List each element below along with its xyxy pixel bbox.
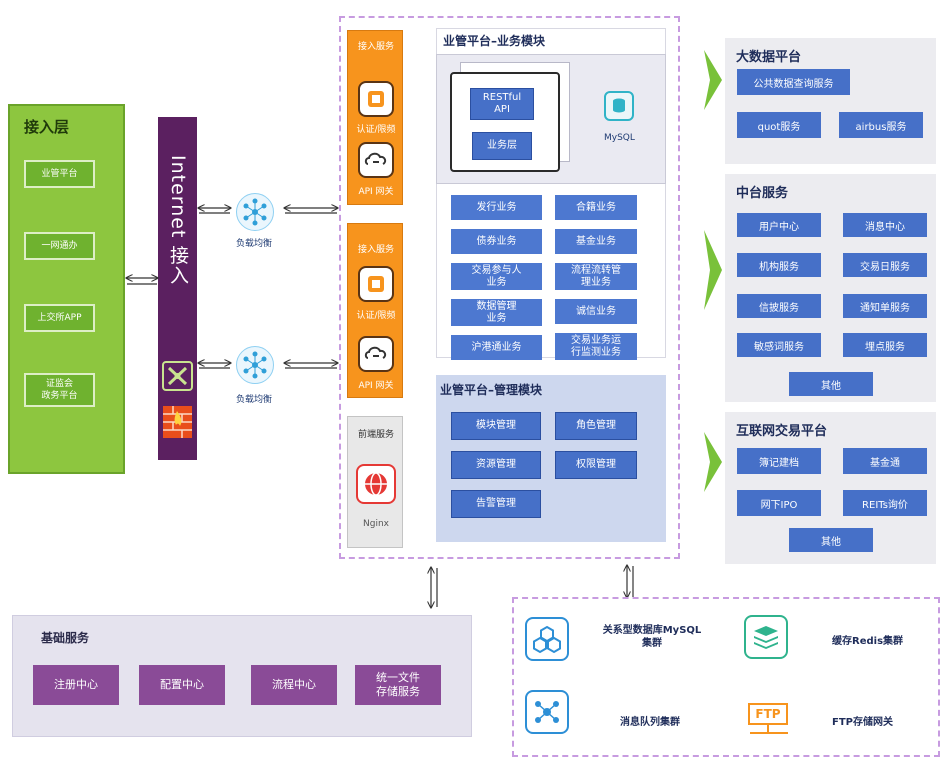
big-data-panel: 大数据平台 <box>725 38 936 164</box>
file-storage-service[interactable]: 统一文件 存储服务 <box>355 665 441 705</box>
biz-trading-monitor[interactable]: 交易业务运 行监测业务 <box>555 333 637 360</box>
internet-label: Internet 接入 <box>167 155 189 286</box>
mysql-cluster-icon <box>525 617 569 661</box>
platform-container <box>339 16 680 559</box>
mid-disclosure[interactable]: 信披服务 <box>737 294 821 318</box>
biz-data-management[interactable]: 数据管理 业务 <box>451 299 542 326</box>
arrow-access-internet <box>127 278 157 285</box>
arrow-lb1-gateway <box>285 208 337 214</box>
config-center[interactable]: 配置中心 <box>139 665 225 705</box>
mid-trading-day[interactable]: 交易日服务 <box>843 253 927 277</box>
cloud-link-icon <box>358 142 394 178</box>
arrow-internet-lb2 <box>199 363 230 369</box>
management-module-title: 业管平台–管理模块 <box>440 383 543 397</box>
ftp-icon: FTP <box>748 697 792 739</box>
api-gateway-block[interactable]: 接入服务 认证/限频 API 网关 <box>347 30 403 205</box>
access-item-yiwangtongban[interactable]: 一网通办 <box>24 232 95 260</box>
quot-service-button[interactable]: quot服务 <box>737 112 821 138</box>
auth-rate-limit-label: 认证/限频 <box>356 311 396 321</box>
green-arrow-middle <box>704 230 722 310</box>
trade-offline-ipo[interactable]: 网下IPO <box>737 490 821 516</box>
arrow-lb2-gateway <box>285 363 337 369</box>
frontend-service-block[interactable]: 前端服务 Nginx <box>347 416 403 548</box>
green-arrow-trading <box>704 432 722 492</box>
registry-center[interactable]: 注册中心 <box>33 665 119 705</box>
shield-icon <box>358 81 394 117</box>
mgmt-permission[interactable]: 权限管理 <box>555 451 637 479</box>
mgmt-role[interactable]: 角色管理 <box>555 412 637 440</box>
clusters-container <box>512 597 940 757</box>
mysql-cluster-label: 关系型数据库MySQL 集群 <box>602 625 702 649</box>
trade-other[interactable]: 其他 <box>789 528 873 552</box>
restful-api-button[interactable]: RESTful API <box>470 88 534 120</box>
redis-cluster-label: 缓存Redis集群 <box>832 636 904 647</box>
green-arrow-bigdata <box>704 50 722 110</box>
load-balancer-icon <box>236 193 274 231</box>
middle-platform-title: 中台服务 <box>736 186 789 201</box>
mysql-icon <box>604 91 634 121</box>
access-item-csrc[interactable]: 证监会 政务平台 <box>24 373 95 407</box>
firewall-icon <box>163 406 192 438</box>
airbus-service-button[interactable]: airbus服务 <box>839 112 923 138</box>
biz-membership[interactable]: 合籍业务 <box>555 195 637 220</box>
access-service-label: 接入服务 <box>357 245 394 255</box>
arrow-platform-clusters <box>627 566 634 597</box>
biz-trading-participant[interactable]: 交易参与人 业务 <box>451 263 542 290</box>
trade-bookbuilding[interactable]: 簿记建档 <box>737 448 821 474</box>
switch-icon <box>162 361 193 391</box>
mysql-label: MySQL <box>604 133 635 143</box>
business-layer-button[interactable]: 业务层 <box>472 132 532 160</box>
internet-access-bar: Internet 接入 <box>158 117 197 460</box>
business-module-title: 业管平台–业务模块 <box>443 34 546 48</box>
load-balancer-label: 负载均衡 <box>236 395 273 405</box>
internet-trading-title: 互联网交易平台 <box>736 424 828 439</box>
biz-integrity[interactable]: 诚信业务 <box>555 299 637 324</box>
arrow-internet-lb1 <box>199 208 230 214</box>
cloud-link-icon <box>358 336 394 372</box>
biz-fund[interactable]: 基金业务 <box>555 229 637 254</box>
big-data-title: 大数据平台 <box>736 50 802 65</box>
ftp-gateway-label: FTP存储网关 <box>832 717 893 728</box>
auth-rate-limit-label: 认证/限频 <box>356 125 396 135</box>
trade-fund-connect[interactable]: 基金通 <box>843 448 927 474</box>
mgmt-module[interactable]: 模块管理 <box>451 412 541 440</box>
biz-hk-connect[interactable]: 沪港通业务 <box>451 335 542 360</box>
load-balancer-label: 负载均衡 <box>236 239 273 249</box>
access-service-label: 接入服务 <box>357 42 394 52</box>
mgmt-resource[interactable]: 资源管理 <box>451 451 541 479</box>
mid-user-center[interactable]: 用户中心 <box>737 213 821 237</box>
mq-cluster-icon <box>525 690 569 734</box>
frontend-service-label: 前端服务 <box>357 430 394 440</box>
mid-notice[interactable]: 通知单服务 <box>843 294 927 318</box>
mid-tracking[interactable]: 埋点服务 <box>843 333 927 357</box>
redis-cluster-icon <box>744 615 788 659</box>
trade-reits-inquiry[interactable]: REITs询价 <box>843 490 927 516</box>
load-balancer-icon <box>236 346 274 384</box>
access-layer-title: 接入层 <box>24 118 70 136</box>
workflow-center[interactable]: 流程中心 <box>251 665 337 705</box>
base-services-title: 基础服务 <box>41 631 90 645</box>
ftp-icon-text: FTP <box>748 703 788 725</box>
arrow-platform-base <box>431 568 438 607</box>
mid-message-center[interactable]: 消息中心 <box>843 213 927 237</box>
mid-org-service[interactable]: 机构服务 <box>737 253 821 277</box>
api-gateway-label: API 网关 <box>358 381 394 391</box>
nginx-label: Nginx <box>363 519 389 529</box>
biz-issuance[interactable]: 发行业务 <box>451 195 542 220</box>
mq-cluster-label: 消息队列集群 <box>620 717 680 728</box>
mid-sensitive-words[interactable]: 敏感词服务 <box>737 333 821 357</box>
api-gateway-label: API 网关 <box>358 187 394 197</box>
access-item-sse-app[interactable]: 上交所APP <box>24 304 95 332</box>
api-gateway-block[interactable]: 接入服务 认证/限频 API 网关 <box>347 223 403 398</box>
biz-bond[interactable]: 债券业务 <box>451 229 542 254</box>
mid-other[interactable]: 其他 <box>789 372 873 396</box>
access-item-yeguan[interactable]: 业管平台 <box>24 160 95 188</box>
middle-platform-panel: 中台服务 <box>725 174 936 402</box>
shield-icon <box>358 266 394 302</box>
globe-icon <box>356 464 396 504</box>
public-data-query-button[interactable]: 公共数据查询服务 <box>737 69 850 95</box>
biz-workflow[interactable]: 流程流转管 理业务 <box>555 263 637 290</box>
mgmt-alert[interactable]: 告警管理 <box>451 490 541 518</box>
